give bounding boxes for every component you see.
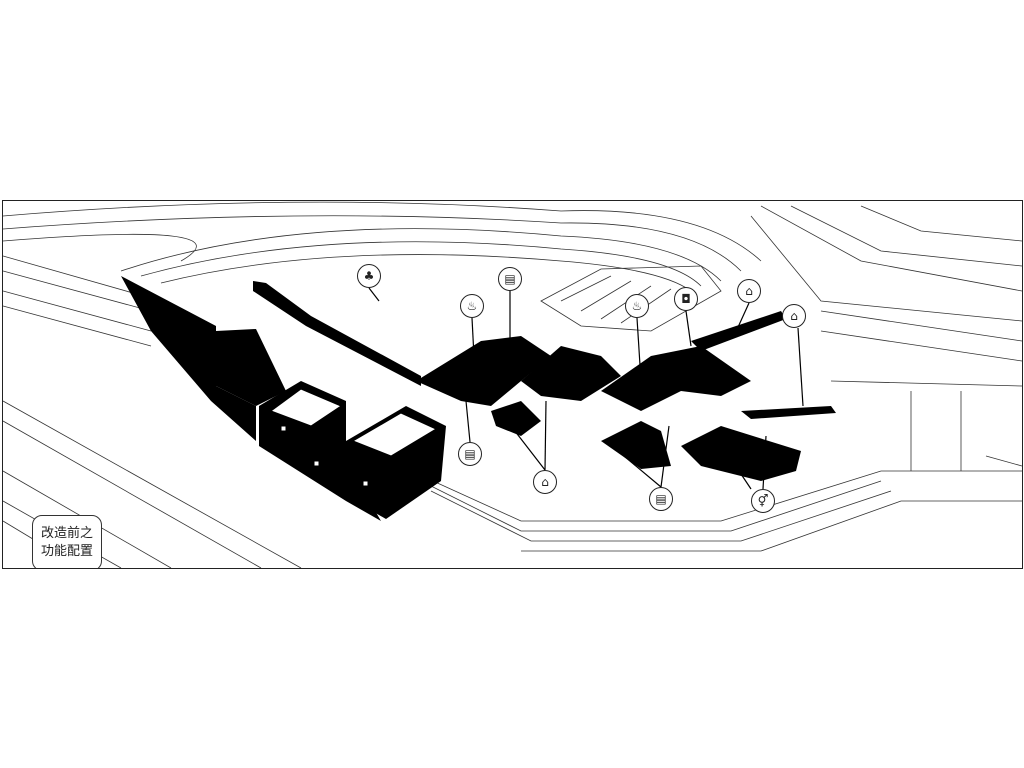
- bed-icon: ▤: [498, 267, 522, 291]
- garage-icon: ⌂: [737, 279, 761, 303]
- room-openings: [269, 388, 438, 487]
- campfire-icon: ♨: [625, 294, 649, 318]
- garage-icon: ⌂: [782, 304, 806, 328]
- trees-icon: ♣: [357, 264, 381, 288]
- function-layout-label: 改造前之 功能配置: [32, 515, 102, 568]
- site-axonometric: [3, 201, 1022, 568]
- bed-icon: ▤: [649, 487, 673, 511]
- restroom-icon: ⚥: [751, 489, 775, 513]
- bed-icon: ▤: [458, 442, 482, 466]
- campfire-icon: ♨: [460, 294, 484, 318]
- leader-lines: [368, 287, 804, 490]
- cooking-pot-icon: ◘: [674, 287, 698, 311]
- diagram-frame: 改造前之 功能配置 ♣ ▤ ♨ ♨ ◘ ⌂ ⌂ ▤ ⌂ ▤ ⚥: [2, 200, 1023, 569]
- garage-icon: ⌂: [533, 470, 557, 494]
- label-line-2: 功能配置: [40, 544, 93, 559]
- label-line-1: 改造前之: [40, 526, 93, 541]
